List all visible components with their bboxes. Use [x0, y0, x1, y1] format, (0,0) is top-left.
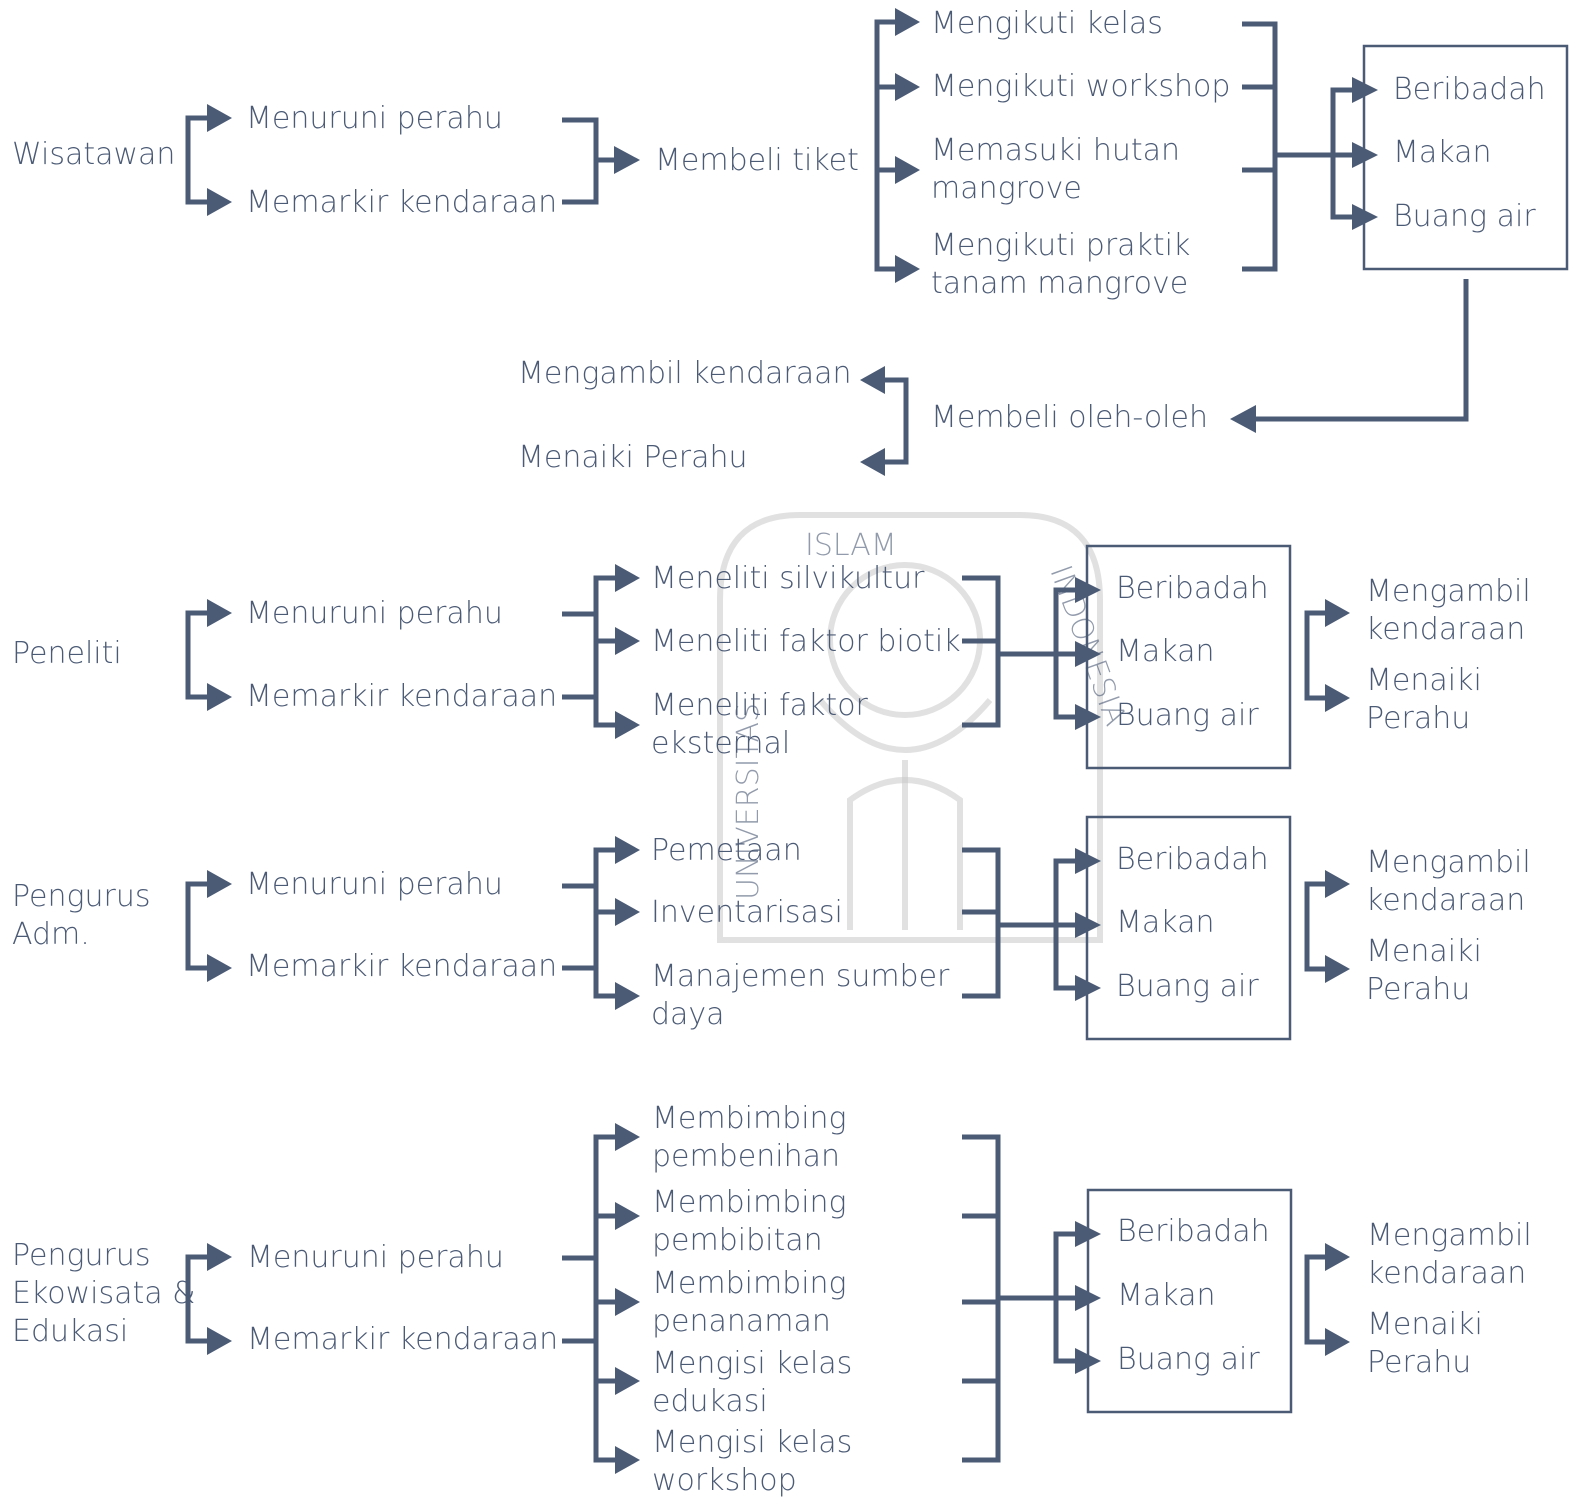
facility-item: Makan [1116, 634, 1215, 669]
leave-step: Mengambil [1366, 574, 1531, 609]
leave-step: kendaraan [1366, 883, 1525, 918]
facility-item: Buang air [1393, 199, 1536, 234]
pengurus-adm-section: Pengurus Adm. Menuruni perahu Memarkir k… [12, 833, 1531, 1032]
facility-item: Beribadah [1117, 1214, 1270, 1249]
activity-step: Manajemen sumber [651, 959, 950, 994]
activity-step: mangrove [931, 171, 1082, 206]
ticket-step: Membeli tiket [655, 143, 859, 178]
arrive-step: Memarkir kendaraan [246, 949, 557, 984]
arrive-step: Memarkir kendaraan [247, 1322, 558, 1357]
facility-item: Buang air [1116, 698, 1259, 733]
actor-label: Ekowisata & [12, 1276, 196, 1311]
leave-step: Menaiki Perahu [518, 440, 748, 475]
activity-step: Membimbing [652, 1101, 847, 1136]
facility-item: Makan [1117, 1278, 1216, 1313]
activity-step: workshop [652, 1463, 797, 1498]
actor-label: Pengurus [12, 879, 151, 914]
leave-step: kendaraan [1366, 612, 1525, 647]
pengurus-ekowisata-section: Pengurus Ekowisata & Edukasi Menuruni pe… [12, 1101, 1532, 1498]
activity-step: Mengikuti workshop [931, 69, 1230, 104]
leave-step: Menaiki [1367, 1307, 1483, 1342]
leave-step: Perahu [1366, 972, 1470, 1007]
activity-step: penanaman [652, 1304, 831, 1339]
activity-step: Memasuki hutan [931, 133, 1180, 168]
activity-step: Meneliti faktor [651, 688, 869, 723]
activity-step: Meneliti silvikultur [651, 561, 925, 596]
connector-lines [185, 19, 1569, 1463]
actor-label: Wisatawan [12, 137, 175, 172]
activity-step: pembenihan [652, 1139, 840, 1174]
leave-step: Perahu [1367, 1345, 1471, 1380]
souvenir-step: Membeli oleh-oleh [931, 400, 1208, 435]
arrive-step: Menuruni perahu [247, 1240, 504, 1275]
facility-item: Beribadah [1116, 842, 1269, 877]
watermark-left-text: UNIVERSITAS [731, 703, 766, 900]
activity-step: Mengisi kelas [652, 1425, 852, 1460]
activity-step: Meneliti faktor biotik [651, 624, 961, 659]
activity-step: Membimbing [652, 1266, 847, 1301]
leave-step: Perahu [1366, 701, 1470, 736]
arrive-step: Menuruni perahu [246, 101, 503, 136]
arrive-step: Memarkir kendaraan [246, 679, 557, 714]
facility-item: Makan [1393, 135, 1492, 170]
activity-step: pembibitan [652, 1223, 823, 1258]
wisatawan-section: Wisatawan Menuruni perahu Memarkir kenda… [12, 6, 1546, 475]
activity-step: eksternal [651, 726, 790, 761]
leave-step: Mengambil kendaraan [518, 356, 852, 391]
arrive-step: Menuruni perahu [246, 596, 503, 631]
leave-step: kendaraan [1367, 1256, 1526, 1291]
activity-step: Mengikuti praktik [931, 228, 1190, 263]
leave-step: Mengambil [1366, 845, 1531, 880]
activity-step: Mengisi kelas [652, 1346, 852, 1381]
arrive-step: Memarkir kendaraan [246, 185, 557, 220]
facility-item: Makan [1116, 905, 1215, 940]
activity-step: Membimbing [652, 1185, 847, 1220]
actor-label: Peneliti [12, 636, 122, 671]
facility-item: Beribadah [1116, 571, 1269, 606]
peneliti-section: Peneliti Menuruni perahu Memarkir kendar… [12, 561, 1531, 761]
facility-item: Buang air [1116, 969, 1259, 1004]
leave-step: Mengambil [1367, 1218, 1532, 1253]
watermark-top-text: ISLAM [805, 528, 897, 563]
arrive-step: Menuruni perahu [246, 867, 503, 902]
facility-item: Buang air [1117, 1342, 1260, 1377]
activity-step: Inventarisasi [651, 895, 843, 930]
leave-step: Menaiki [1366, 934, 1482, 969]
actor-label: Edukasi [12, 1314, 128, 1349]
activity-step: tanam mangrove [931, 266, 1188, 301]
activity-step: Mengikuti kelas [931, 6, 1163, 41]
arrowheads [207, 8, 1378, 1474]
activity-step: Pemetaan [651, 833, 802, 868]
leave-step: Menaiki [1366, 663, 1482, 698]
actor-label: Pengurus [12, 1238, 151, 1273]
activity-step: edukasi [652, 1384, 768, 1419]
actor-label: Adm. [12, 917, 90, 952]
activity-step: daya [651, 997, 725, 1032]
facility-item: Beribadah [1393, 72, 1546, 107]
